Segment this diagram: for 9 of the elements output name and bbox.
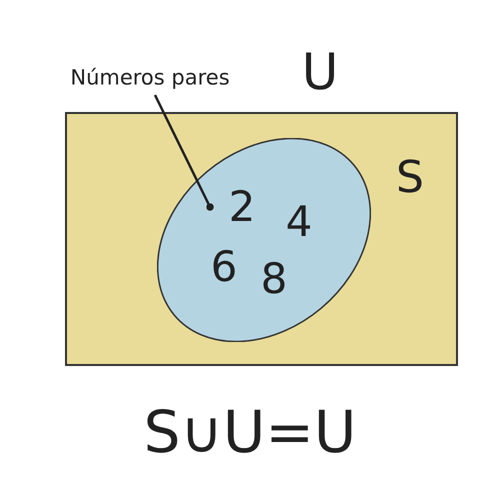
number-label: 6	[210, 246, 238, 288]
text-label: Números pares	[70, 68, 230, 88]
number-label: 4	[286, 201, 312, 243]
number-label: 2	[228, 186, 256, 228]
set-label: S	[396, 156, 424, 200]
set-label: U	[302, 47, 338, 97]
leader-line	[154, 94, 214, 211]
number-label: 8	[260, 258, 288, 300]
equation-caption: S∪U=U	[144, 403, 356, 461]
